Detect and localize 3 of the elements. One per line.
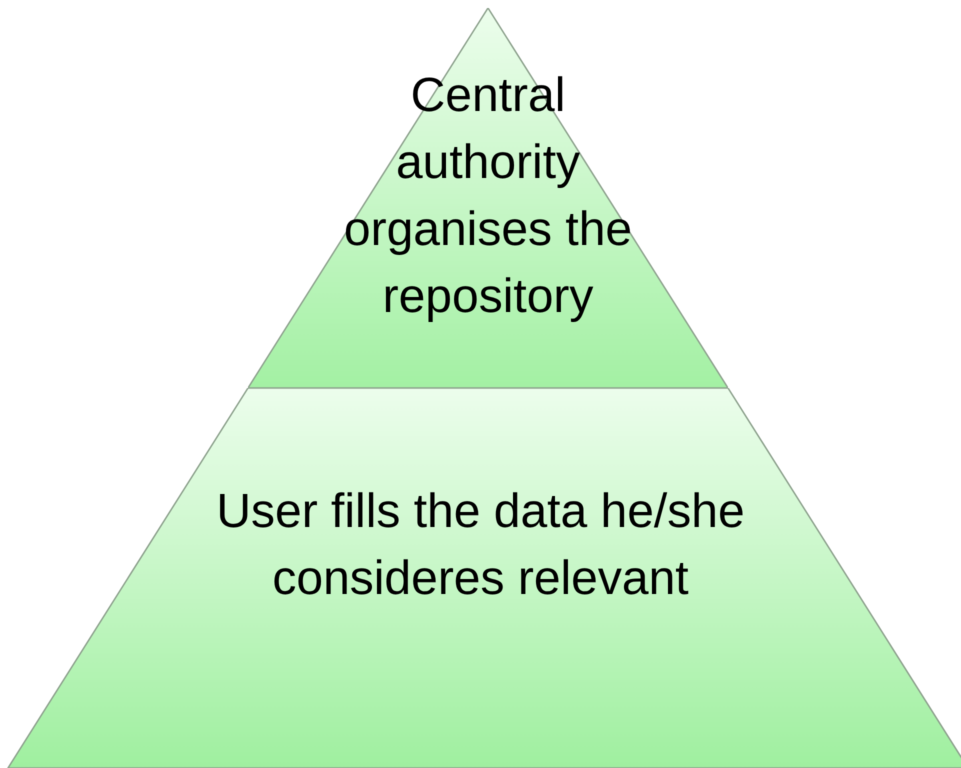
tier-text: Central authority organises the repository: [342, 68, 634, 325]
pyramid-tier: [248, 8, 728, 388]
tier-text: User fills the data he/she consideres relevant: [215, 484, 746, 607]
